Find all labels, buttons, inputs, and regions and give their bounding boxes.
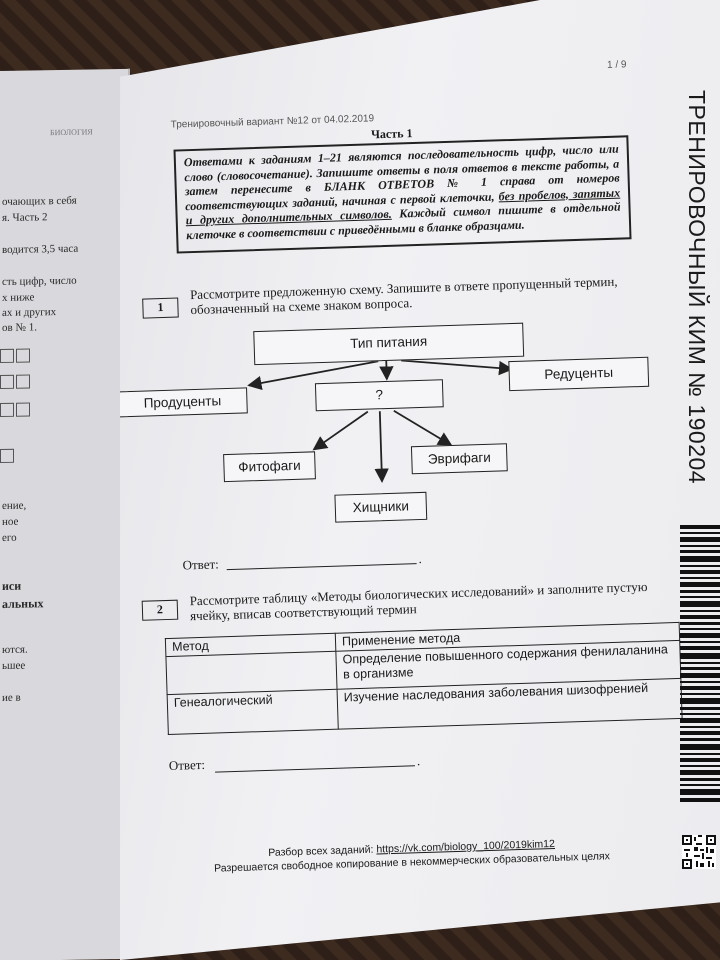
sample-cell bbox=[0, 374, 14, 390]
left-line: ьшее bbox=[2, 659, 26, 673]
sample-cell bbox=[0, 448, 14, 464]
qr-code-image bbox=[682, 835, 716, 869]
left-line: сть цифр, число bbox=[2, 274, 77, 289]
answer-2-end: . bbox=[416, 753, 421, 769]
sample-cell bbox=[16, 374, 30, 389]
barcode-image bbox=[680, 525, 720, 802]
left-line: ное bbox=[2, 515, 19, 529]
answer-2-label: Ответ: bbox=[168, 756, 206, 774]
sample-cell bbox=[0, 402, 14, 418]
answer-1-end: . bbox=[418, 550, 422, 567]
scheme-predators: Хищники bbox=[334, 491, 428, 523]
exam-page: 1 / 9 Тренировочный вариант №12 от 04.02… bbox=[120, 0, 720, 960]
answer-1-label: Ответ: bbox=[182, 556, 219, 573]
arrow-to-producers bbox=[247, 360, 379, 391]
left-page: БИОЛОГИЯ очающих в себя я. Часть 2 водит… bbox=[0, 68, 130, 960]
question-number-2: 2 bbox=[141, 599, 179, 621]
scheme-unknown: ? bbox=[314, 379, 444, 412]
table-cell-empty[interactable] bbox=[165, 651, 338, 695]
left-line: очающих в себя bbox=[2, 194, 77, 209]
table-cell: Генеалогический bbox=[167, 689, 339, 735]
scheme-reducers: Редуценты bbox=[508, 356, 650, 392]
left-line: его bbox=[2, 531, 17, 545]
arrow-to-euryphages bbox=[393, 410, 453, 446]
sample-cell bbox=[0, 348, 14, 364]
side-title: ТРЕНИРОВОЧНЫЙ КИМ № 190204 bbox=[684, 90, 710, 485]
answer-2-field[interactable] bbox=[215, 765, 415, 773]
left-line: ие в bbox=[2, 691, 21, 705]
left-line: альных bbox=[2, 596, 44, 612]
arrow-to-unknown bbox=[379, 360, 394, 381]
left-line: ов № 1. bbox=[2, 321, 37, 335]
question-2-text: Рассмотрите таблицу «Методы биологически… bbox=[189, 578, 648, 624]
left-subject: БИОЛОГИЯ bbox=[50, 127, 93, 138]
sample-cell bbox=[16, 348, 30, 363]
left-line: водится 3,5 часа bbox=[2, 242, 79, 257]
left-line: ах и других bbox=[2, 306, 57, 320]
arrow-to-reducers bbox=[401, 359, 514, 376]
scheme-phytophages: Фитофаги bbox=[223, 451, 316, 483]
sample-cell bbox=[16, 402, 30, 417]
scheme-arrows bbox=[247, 359, 514, 483]
methods-table: Метод Применение метода Определение повы… bbox=[165, 622, 683, 735]
scheme-producers: Продуценты bbox=[120, 387, 248, 418]
left-line: я. Часть 2 bbox=[2, 211, 48, 225]
arrow-to-phytophages bbox=[312, 410, 369, 451]
left-line: иси bbox=[2, 578, 22, 594]
footer-prefix: Разбор всех заданий: bbox=[268, 843, 377, 859]
left-line: ются. bbox=[2, 643, 28, 657]
arrow-to-predators bbox=[374, 411, 389, 483]
left-line: х ниже bbox=[2, 291, 35, 305]
scheme-euryphages: Эврифаги bbox=[410, 443, 508, 475]
left-line: ение, bbox=[2, 499, 27, 513]
